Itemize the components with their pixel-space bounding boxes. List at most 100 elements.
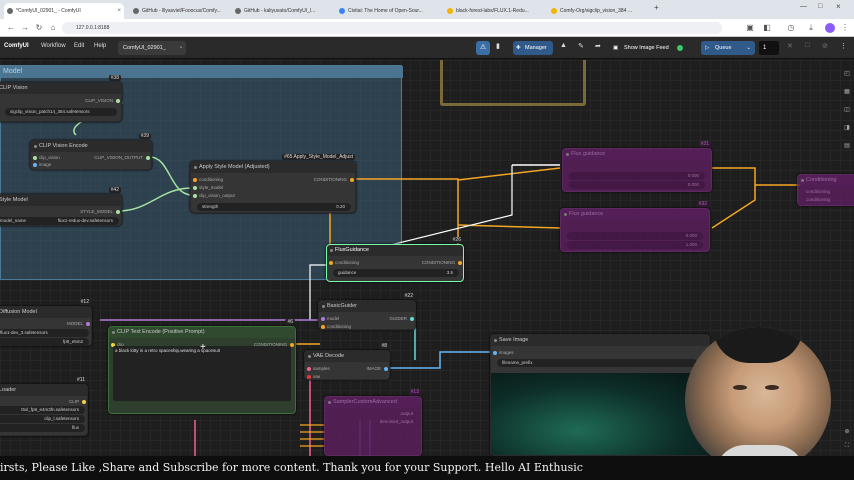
apply-style-model-node[interactable]: Apply Style Model (Adjusted) #65 Apply_S… bbox=[190, 154, 356, 213]
settings-icon[interactable]: ⋮ bbox=[840, 43, 847, 50]
workflow-tab[interactable]: ComfyUI_02901_• bbox=[118, 41, 186, 55]
input-port[interactable] bbox=[493, 351, 497, 355]
clip2-combo[interactable]: clip_l.safetensors bbox=[0, 415, 85, 423]
input-port[interactable] bbox=[329, 261, 333, 265]
extension-icon[interactable]: ◧ bbox=[763, 23, 771, 32]
browser-tab[interactable]: black-forest-labs/FLUX.1-Redu... bbox=[444, 3, 544, 19]
output-port[interactable] bbox=[350, 178, 354, 182]
clip-text-encode-node[interactable]: CLIP Text Encode (Positive Prompt) #6 cl… bbox=[108, 319, 296, 414]
close-tab-icon[interactable]: × bbox=[117, 8, 121, 14]
input-port[interactable] bbox=[193, 194, 197, 198]
menu-workflow[interactable]: Workflow bbox=[41, 43, 66, 49]
profile-avatar[interactable] bbox=[825, 23, 835, 33]
clear-icon[interactable]: ⊘ bbox=[822, 43, 828, 50]
browser-tab[interactable]: Comfy-Org/sigclip_vision_384 ... bbox=[548, 3, 648, 19]
back-icon[interactable]: ← bbox=[7, 23, 15, 32]
window-close-icon[interactable]: × bbox=[836, 2, 841, 11]
input-port[interactable] bbox=[307, 375, 311, 379]
dual-clip-loader-node[interactable]: Loader #11 CLIP t5xl_fp8_e4m3fn.safetens… bbox=[0, 377, 88, 436]
templates-icon[interactable]: ▤ bbox=[844, 143, 850, 149]
close-workflow-icon[interactable]: • bbox=[180, 45, 182, 51]
input-port[interactable] bbox=[307, 367, 311, 371]
output-port[interactable] bbox=[146, 156, 150, 160]
output-port[interactable] bbox=[116, 99, 120, 103]
clip-vision-loader-node[interactable]: CLIP Vision #38 CLIP_VISION sigclip_visi… bbox=[0, 75, 122, 122]
browser-tab[interactable]: Civitai: The Home of Open-Sour... bbox=[336, 3, 440, 19]
type-combo[interactable]: flux bbox=[0, 424, 85, 432]
widget-b[interactable]: 0.000 bbox=[569, 181, 705, 189]
flux-guidance-node[interactable]: FluxGuidance #26 conditioning CONDITIONI… bbox=[326, 237, 464, 282]
menu-edit[interactable]: Edit bbox=[74, 43, 85, 49]
new-tab-icon[interactable]: + bbox=[654, 3, 659, 12]
cancel-icon[interactable]: ✕ bbox=[787, 43, 793, 50]
output-port[interactable] bbox=[116, 210, 120, 214]
input-port[interactable] bbox=[321, 317, 325, 321]
input-port[interactable] bbox=[193, 178, 197, 182]
node-library-icon[interactable]: ▦ bbox=[844, 89, 850, 95]
show-image-feed-button[interactable]: ▣Show Image Feed bbox=[611, 41, 691, 55]
widget-a[interactable]: 0.000 bbox=[569, 172, 705, 180]
zoom-icon[interactable]: ⊕ bbox=[844, 429, 850, 435]
download-icon[interactable]: ⤓ bbox=[809, 23, 813, 32]
menu-kebab-icon[interactable]: ⋮ bbox=[841, 23, 849, 32]
bypassed-conditioning-node[interactable]: Conditioning conditioning conditioning bbox=[797, 174, 854, 206]
minimize-icon[interactable]: — bbox=[800, 3, 807, 10]
widget-a[interactable]: 0.000 bbox=[567, 232, 703, 240]
input-port[interactable] bbox=[33, 163, 37, 167]
model-combo[interactable]: sigclip_vision_patch14_384.safetensors bbox=[5, 108, 117, 116]
fit-view-icon[interactable]: ⛶ bbox=[844, 443, 850, 449]
history-icon[interactable]: ◷ bbox=[787, 23, 795, 32]
warning-icon[interactable]: ▲ bbox=[560, 42, 567, 49]
note-node[interactable] bbox=[440, 60, 586, 106]
model-library-icon[interactable]: ◫ bbox=[844, 107, 850, 113]
clip1-combo[interactable]: t5xl_fp8_e4m3fn.safetensors bbox=[0, 406, 85, 414]
basic-guider-node[interactable]: BasicGuider #22 model conditioning GUIDE… bbox=[318, 293, 416, 330]
browser-tab[interactable]: GitHub - lllyasviel/Fooocus/Comfy... bbox=[130, 3, 230, 19]
node-canvas[interactable]: Model CLIP Vision #38 CLIP_VISION sigcli… bbox=[0, 60, 854, 456]
clip-vision-encode-node[interactable]: CLIP Vision Encode #39 clip_vision image… bbox=[30, 133, 152, 170]
unet-combo[interactable]: flux1-dev_3.safetensors bbox=[0, 329, 89, 337]
input-port[interactable] bbox=[33, 156, 37, 160]
extension-icon[interactable]: ▣ bbox=[746, 23, 754, 32]
dtype-combo[interactable]: fp8_e5m2 bbox=[0, 338, 89, 346]
output-port[interactable] bbox=[384, 367, 388, 371]
batch-count-input[interactable]: 1 bbox=[759, 41, 779, 55]
bypassed-sampler-node[interactable]: SamplerCustomAdvanced #13 output denoise… bbox=[324, 389, 422, 456]
queue-sidebar-icon[interactable]: ◰ bbox=[844, 71, 850, 77]
filename-prefix-field[interactable]: filename_prefix bbox=[497, 359, 697, 367]
prompt-textarea[interactable]: a black kitty in a retro spaceship,weari… bbox=[113, 346, 291, 401]
chevron-down-icon[interactable]: ⌄ bbox=[746, 45, 751, 51]
bypassed-guidance-node-a[interactable]: Flux guidance #31 0.000 0.000 bbox=[562, 141, 712, 192]
input-port[interactable] bbox=[111, 343, 115, 347]
output-port[interactable] bbox=[410, 317, 414, 321]
share-icon[interactable]: ➦ bbox=[595, 43, 601, 50]
workflows-icon[interactable]: ◨ bbox=[844, 125, 850, 131]
queue-button[interactable]: ▷Queue⌄ bbox=[701, 41, 755, 55]
graph-icon[interactable]: ⚠ bbox=[476, 41, 490, 55]
maximize-icon[interactable]: □ bbox=[818, 3, 823, 10]
diffusion-model-loader-node[interactable]: Diffusion Model #12 MODEL flux1-dev_3.sa… bbox=[0, 299, 92, 346]
browser-tab[interactable]: GitHub - kaliyuvato/ComfyUI_l... bbox=[232, 3, 332, 19]
stop-icon[interactable]: □ bbox=[805, 42, 810, 49]
input-port[interactable] bbox=[321, 325, 325, 329]
url-field[interactable]: 127.0.0.1:8188 bbox=[62, 22, 722, 34]
output-port[interactable] bbox=[82, 400, 86, 404]
output-port[interactable] bbox=[86, 322, 90, 326]
save-image-node[interactable]: Save Image images filename_prefix bbox=[490, 334, 710, 456]
manager-button[interactable]: ✚Manager bbox=[513, 41, 553, 55]
browser-tab[interactable]: *ComfyUI_02901_ - ComfyUI× bbox=[4, 3, 124, 19]
reload-icon[interactable]: ↻ bbox=[35, 23, 43, 32]
menu-help[interactable]: Help bbox=[94, 43, 107, 49]
home-icon[interactable]: ⌂ bbox=[50, 23, 56, 32]
bypassed-guidance-node-b[interactable]: Flux guidance #32 0.000 1.000 bbox=[560, 201, 710, 252]
input-port[interactable] bbox=[193, 186, 197, 190]
output-port[interactable] bbox=[290, 343, 294, 347]
forward-icon[interactable]: → bbox=[21, 23, 29, 32]
output-port[interactable] bbox=[458, 261, 462, 265]
widget-b[interactable]: 1.000 bbox=[567, 241, 703, 249]
vae-decode-node[interactable]: VAE Decode #8 samples vae IMAGE bbox=[304, 343, 390, 380]
